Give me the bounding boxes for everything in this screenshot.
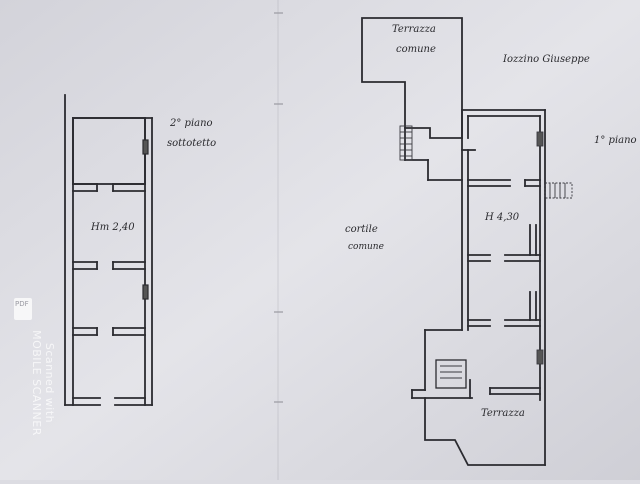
label-courtyard-common: comune [348,242,384,252]
label-floor-second: 2° piano [170,118,213,129]
watermark-line-1: Scanned with [43,342,56,424]
attic-floor-plan [64,94,153,406]
label-height-left: Hm 2,40 [91,222,135,233]
stairs-marks [399,125,573,379]
scanner-watermark: Scanned with MOBILE SCANNER [30,308,56,458]
label-terrace-top: Terrazza [392,24,436,35]
label-courtyard: cortile [345,224,378,235]
label-floor-second-attic: sottotetto [167,138,217,149]
label-height-right: H 4,30 [485,212,520,223]
label-terrace-top-common: comune [396,44,436,55]
label-floor-first: 1° piano [594,135,637,146]
scanner-logo-icon: PDF [14,298,32,320]
watermark-line-2: MOBILE SCANNER [30,330,43,436]
label-owner: Iozzino Giuseppe [503,54,590,65]
label-terrace-bottom: Terrazza [481,408,525,419]
fold-line [274,0,283,480]
